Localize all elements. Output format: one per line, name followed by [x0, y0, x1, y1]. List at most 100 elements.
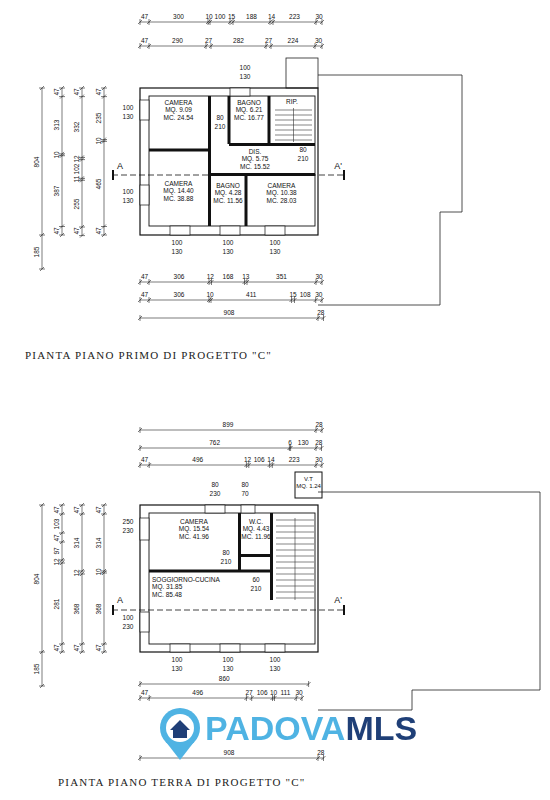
opening-size: 60: [252, 577, 259, 584]
opening-size: 100: [223, 240, 234, 247]
dimension-value: 281: [54, 598, 61, 609]
section-line: [112, 175, 345, 610]
dimension-value: 47: [141, 274, 148, 281]
dimension-value: 12: [207, 274, 214, 281]
dimension-value: 496: [192, 690, 203, 697]
room-text: MC. 28.03: [267, 197, 297, 204]
dimension-value: 224: [288, 38, 299, 45]
room-area: CAMERAMQ. 10.38MC. 28.03: [248, 177, 315, 225]
opening-size: 210: [298, 156, 309, 163]
dimension-value: 804: [34, 573, 41, 584]
dimension-value: 10: [205, 14, 212, 21]
room-area: W.C.MQ. 4.43MC. 11.96: [240, 514, 273, 554]
room-area: CAMERAMQ. 14.40MC. 38.88: [150, 152, 207, 224]
dimension-value: 111: [280, 690, 290, 697]
room-text: DIS.: [249, 148, 262, 155]
dimension-value: 168: [223, 274, 234, 281]
dimension-value: 100: [215, 14, 226, 21]
dimension-value: 300: [173, 14, 184, 21]
opening-size: 230: [123, 624, 134, 631]
room-text: MQ. 15.54: [179, 525, 209, 532]
room-area: V.TMQ. 1.24: [295, 474, 322, 497]
dimension-value: 27: [265, 38, 272, 45]
dimension-value: 47: [54, 227, 61, 234]
room-text: CAMERA: [165, 99, 193, 106]
opening-size: 210: [215, 124, 226, 131]
dimension-value: 185: [34, 664, 41, 675]
windows: [140, 88, 285, 652]
room-text: MC. 15.52: [240, 163, 270, 170]
watermark: PADOVAMLS: [205, 711, 417, 745]
room-area: DIS.MQ. 5.75MC. 15.52: [225, 147, 285, 173]
dimension-value: 188: [246, 14, 257, 21]
dimension-value: 223: [289, 14, 300, 21]
dimension-value: 908: [224, 750, 235, 757]
room-text: MQ. 9.09: [165, 106, 192, 113]
dimension-value: 804: [34, 156, 41, 167]
dimension-value: 47: [54, 644, 61, 651]
room-text: MQ. 4.28: [215, 189, 242, 196]
room-area: BAGNOMQ. 6.21MC. 16.77: [231, 97, 267, 141]
dimension-value: 235: [96, 113, 103, 124]
section-marker: A: [117, 162, 123, 171]
section-marker: A: [117, 596, 123, 605]
room-text: MQ. 31.85: [152, 583, 182, 590]
opening-size: 210: [251, 586, 262, 593]
opening-size: 130: [123, 198, 134, 205]
dimension-value: 30: [315, 14, 322, 21]
dimension-value: 368: [74, 604, 81, 615]
stair-steps: [275, 108, 314, 600]
room-text: MQ. 4.43: [243, 525, 270, 532]
dimension-value: 15: [228, 14, 235, 21]
dimension-value: 899: [223, 422, 234, 429]
room-text: V.T: [304, 476, 313, 483]
dimension-value: 12: [54, 558, 61, 565]
dimension-value: 47: [74, 506, 81, 513]
room-area: BAGNOMQ. 4.28MC. 11.56: [212, 177, 244, 225]
dimension-value: 255: [74, 198, 81, 209]
room-text: BAGNO: [237, 99, 260, 106]
dimension-value: 47: [96, 644, 103, 651]
section-ticks: [113, 170, 344, 615]
opening-size: 230: [210, 491, 221, 498]
opening-size: 70: [241, 491, 248, 498]
dimension-value: 12: [244, 457, 251, 464]
opening-size: 100: [123, 615, 134, 622]
opening-size: 100: [270, 240, 281, 247]
dimension-lines: [39, 19, 326, 761]
walls: [140, 88, 322, 652]
opening-size: 80: [222, 550, 229, 557]
room-text: SOGGIORNO-CUCINA: [152, 576, 220, 583]
dimension-value: 10: [96, 568, 103, 575]
dimension-value: 314: [96, 537, 103, 548]
dimension-value: 30: [315, 457, 322, 464]
dimension-value: 47: [96, 506, 103, 513]
opening-size: 210: [221, 559, 232, 566]
dimension-value: 28: [317, 750, 324, 757]
dimension-value: 47: [141, 292, 148, 299]
dimension-value: 47: [54, 89, 61, 96]
room-text: CAMERA: [165, 180, 193, 187]
dimension-value: 103: [54, 518, 61, 529]
dimension-value: 290: [172, 38, 183, 45]
dimension-value: 28: [315, 440, 322, 447]
dimension-value: 47: [96, 89, 103, 96]
opening-size: 80: [211, 482, 218, 489]
dimension-value: 282: [233, 38, 244, 45]
room-text: MC. 85.48: [152, 591, 182, 598]
dimension-value: 47: [141, 690, 148, 697]
dimension-value: 306: [174, 292, 185, 299]
dimension-value: 47: [74, 228, 81, 235]
room-text: RIP.: [286, 98, 298, 105]
dimension-value: 465: [96, 179, 103, 190]
dimension-value: 762: [209, 440, 220, 447]
dimension-value: 30: [295, 690, 302, 697]
dimension-value: 15: [289, 292, 296, 299]
opening-size: 130: [270, 666, 281, 673]
dimension-value: 314: [74, 537, 81, 548]
dimension-value: 47: [96, 227, 103, 234]
opening-size: 250: [123, 519, 134, 526]
dimension-value: 12: [74, 569, 81, 576]
